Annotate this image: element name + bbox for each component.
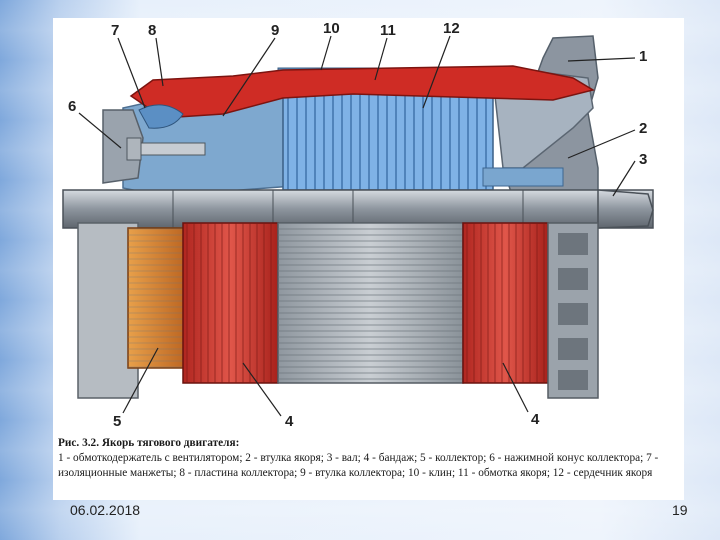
commutator-plate — [129, 65, 595, 119]
figure-caption: Рис. 3.2. Якорь тягового двигателя: 1 - … — [58, 436, 680, 481]
callout-1: 1 — [639, 48, 647, 65]
callout-2: 2 — [639, 120, 647, 137]
clamp-bolt — [134, 142, 206, 156]
callout-11: 11 — [380, 22, 396, 39]
callout-12: 12 — [443, 20, 460, 37]
insulating-cuffs — [138, 104, 184, 129]
callout-3: 3 — [639, 151, 647, 168]
armature-sleeve — [482, 167, 564, 187]
caption-text: 1 - обмоткодержатель с вентилятором; 2 -… — [58, 452, 659, 479]
callout-4-right: 4 — [531, 411, 540, 428]
callout-8: 8 — [148, 22, 156, 39]
callout-9: 9 — [271, 22, 279, 39]
callout-10: 10 — [323, 20, 340, 37]
slide-date: 06.02.2018 — [70, 502, 141, 518]
armature-core — [282, 79, 494, 191]
bolt-head — [126, 137, 142, 161]
armature-drawing: 1 2 3 4 4 5 6 7 8 9 10 11 12 — [62, 20, 654, 430]
slide-page-number: 19 — [672, 502, 688, 518]
callout-6: 6 — [68, 98, 76, 115]
callout-4-left: 4 — [285, 413, 294, 430]
callout-labels: 1 2 3 4 4 5 6 7 8 9 10 11 12 — [68, 20, 647, 430]
callout-5: 5 — [113, 413, 121, 430]
shaft-taper — [597, 189, 654, 229]
caption-title: Рис. 3.2. Якорь тягового двигателя: — [58, 437, 240, 449]
callout-7: 7 — [111, 22, 119, 39]
motor-armature-figure: 1 2 3 4 4 5 6 7 8 9 10 11 12 — [53, 18, 684, 500]
